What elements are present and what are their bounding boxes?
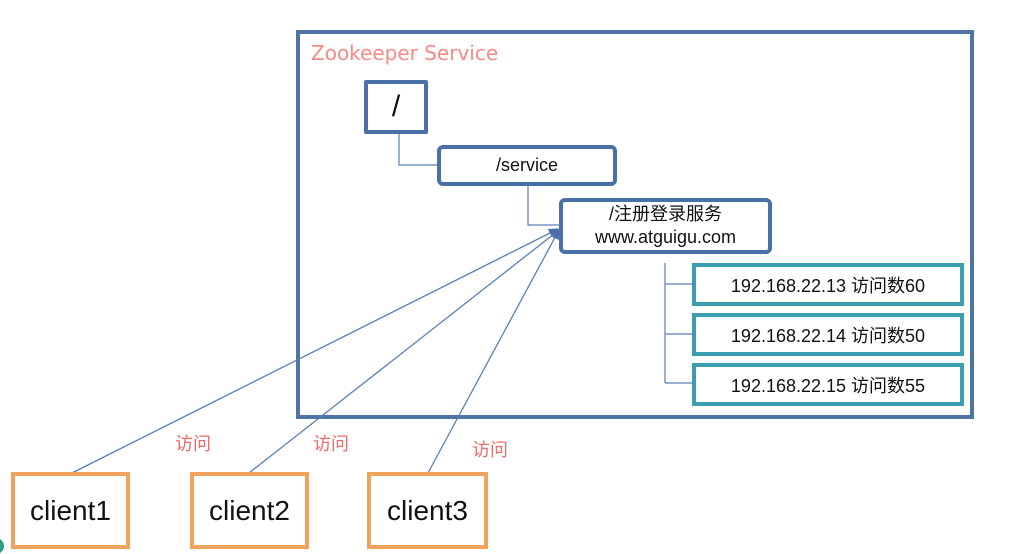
client1-access-label: 访问 [175,434,211,455]
register-node-name: /注册登录服务 [608,204,722,224]
root-znode: / [364,80,428,134]
server-node-2: 192.168.22.14 访问数50 [692,313,964,356]
server-node-3: 192.168.22.15 访问数55 [692,363,964,406]
service-znode: /service [437,145,617,186]
client3-access-label: 访问 [472,440,508,461]
cropped-title-fragment [555,0,695,8]
register-login-service-znode: /注册登录服务 www.atguigu.com [559,198,772,254]
server-node-1: 192.168.22.13 访问数60 [692,263,964,306]
zookeeper-service-title: Zookeeper Service [311,41,499,65]
decorative-corner-dot [0,538,4,554]
register-node-domain: www.atguigu.com [594,227,737,247]
client2-access-label: 访问 [313,434,349,455]
client1-box: client1 [11,472,130,549]
client3-box: client3 [367,472,488,549]
client2-box: client2 [190,472,309,549]
